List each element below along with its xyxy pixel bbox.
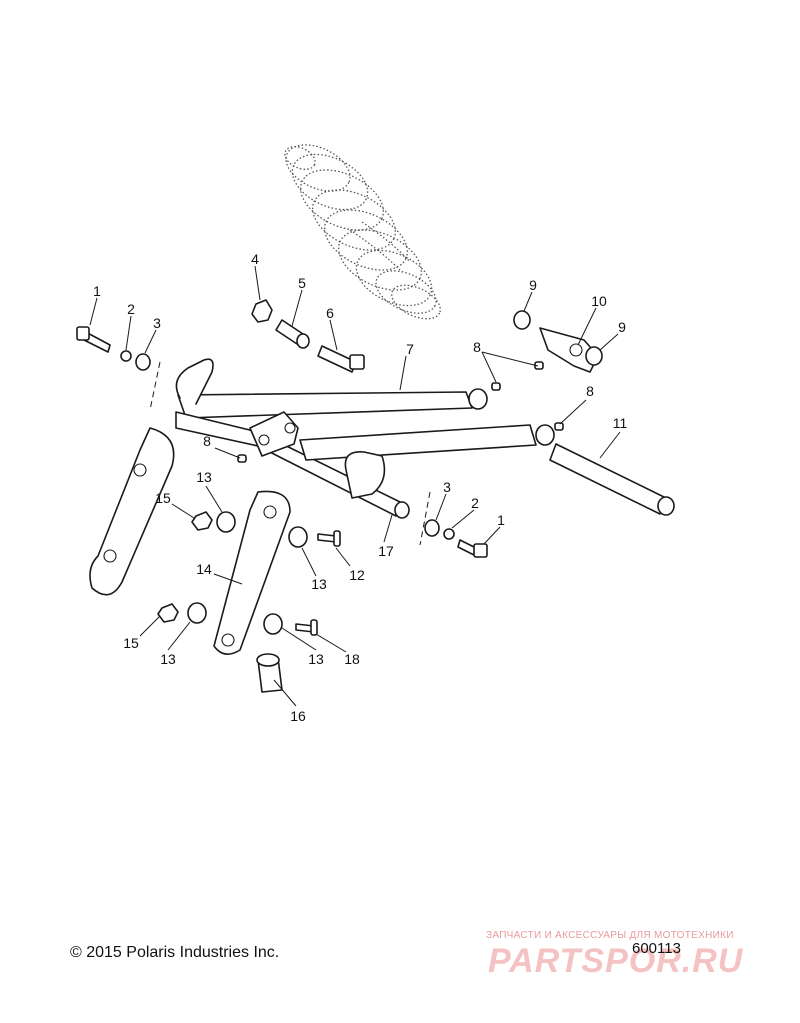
washer-13-c: [187, 602, 207, 624]
washer-2-right: [443, 528, 455, 540]
callout-2-right: 2: [471, 495, 479, 511]
leader-lines: [89, 265, 621, 707]
nut-15-lower: [157, 603, 179, 623]
callout-15-lower: 15: [123, 635, 139, 651]
watermark-logo: PARTSPOR.RU: [488, 942, 744, 980]
bolt-1-right: [457, 539, 488, 558]
callout-18: 18: [344, 651, 360, 667]
callout-9-top: 9: [529, 277, 537, 293]
callout-8-top: 8: [473, 339, 481, 355]
bushing-16: [256, 653, 283, 693]
grease-fitting-8d: [237, 454, 247, 463]
diagram-id: 600113: [632, 940, 681, 957]
callout-8-left: 8: [203, 433, 211, 449]
callout-3-left: 3: [153, 315, 161, 331]
grease-fitting-8a: [491, 382, 501, 391]
callout-17: 17: [378, 543, 394, 559]
washer-2-left: [120, 350, 132, 362]
washer-3-right: [424, 519, 440, 537]
washer-9-right: [585, 346, 603, 366]
callout-1-right: 1: [497, 512, 505, 528]
callout-13-c: 13: [160, 651, 176, 667]
callout-3-right: 3: [443, 479, 451, 495]
callout-16: 16: [290, 708, 306, 724]
callout-9-right: 9: [618, 319, 626, 335]
washer-13-b: [288, 526, 308, 548]
centerline-left: [149, 361, 161, 411]
bolt-12: [317, 530, 341, 547]
callout-10: 10: [591, 293, 607, 309]
washer-13-a: [216, 511, 236, 533]
grease-fitting-8c: [554, 422, 564, 431]
centerline-right: [419, 491, 431, 546]
callout-13-b: 13: [311, 576, 327, 592]
callout-13-d: 13: [308, 651, 324, 667]
watermark: ЗАПЧАСТИ И АКСЕССУАРЫ ДЛЯ МОТОТЕХНИКИ PA…: [486, 930, 786, 982]
callout-15-upper: 15: [155, 490, 171, 506]
shock-absorber-reference: [284, 144, 441, 320]
shaft-11: [549, 443, 675, 516]
callout-5: 5: [298, 275, 306, 291]
bolt-18: [295, 619, 318, 636]
bracket-10: [539, 327, 599, 373]
bolt-6: [317, 345, 365, 373]
callout-7: 7: [406, 341, 414, 357]
callout-11: 11: [613, 415, 628, 431]
callout-labels: 1 2 3 4 5 6 7 8 8 8 9 10 9 11 3 2 1 13 1…: [93, 251, 627, 724]
callout-14: 14: [196, 561, 212, 577]
link-14: [213, 490, 291, 655]
washer-3-left: [135, 353, 151, 371]
callout-1-left: 1: [93, 283, 101, 299]
callout-6: 6: [326, 305, 334, 321]
copyright-text: © 2015 Polaris Industries Inc.: [70, 944, 280, 961]
link-left: [89, 427, 175, 596]
callout-2-left: 2: [127, 301, 135, 317]
callout-13-a: 13: [196, 469, 212, 485]
washer-9-top: [513, 310, 531, 330]
nut-4: [251, 299, 273, 323]
bolt-1-left: [76, 326, 111, 353]
callout-4: 4: [251, 251, 259, 267]
rail-assembly: [175, 358, 555, 519]
watermark-caption: ЗАПЧАСТИ И АКСЕССУАРЫ ДЛЯ МОТОТЕХНИКИ: [486, 930, 734, 941]
callout-12: 12: [349, 567, 365, 583]
washer-13-d: [263, 613, 283, 635]
spacer-5: [275, 319, 310, 349]
callout-8-right: 8: [586, 383, 594, 399]
nut-15-upper: [191, 511, 213, 531]
